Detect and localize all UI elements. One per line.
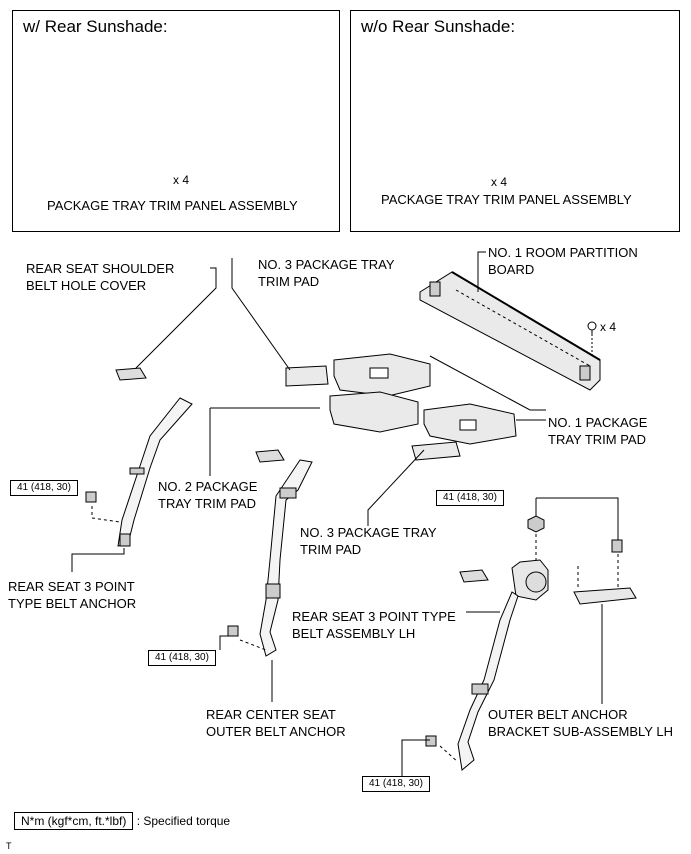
room-partition-board: [419, 271, 601, 391]
panel-title: w/o Rear Sunshade:: [361, 17, 516, 36]
rear-center-seat-belt: [259, 459, 313, 657]
rear-seat-3-point-belt-left: [117, 397, 193, 547]
no1-package-tray-trim-pad-lower: [423, 403, 517, 445]
rear-seat-3-point-belt-lh-assembly: [457, 559, 549, 771]
label-rear-seat-3-point-anchor: REAR SEAT 3 POINT TYPE BELT ANCHOR: [8, 579, 137, 611]
label-clip-qty: x 4: [600, 320, 617, 334]
bolt-icon: [611, 539, 623, 553]
torque-spec-right-bottom: 41 (418, 30): [362, 776, 430, 792]
panel-without-sunshade: w/o Rear Sunshade: x 4 PACKAGE TRAY TRIM…: [350, 10, 680, 232]
label-rear-center-seat-outer-anchor: REAR CENTER SEAT OUTER BELT ANCHOR: [206, 707, 346, 739]
shoulder-belt-hole-cover-icon: [459, 569, 489, 583]
label-shoulder-belt-hole-cover: REAR SEAT SHOULDER BELT HOLE COVER: [26, 261, 175, 293]
nut-icon: [527, 515, 545, 533]
quantity-label: x 4: [491, 175, 508, 189]
label-rear-seat-3-point-belt-lh: REAR SEAT 3 POINT TYPE BELT ASSEMBLY LH: [292, 609, 456, 641]
bolt-icon: [425, 735, 437, 747]
legend-unit-box: N*m (kgf*cm, ft.*lbf): [14, 812, 134, 830]
label-no1-room-partition-board: NO. 1 ROOM PARTITION BOARD: [488, 245, 638, 277]
torque-legend: N*m (kgf*cm, ft.*lbf) : Specified torque: [14, 812, 231, 830]
quantity-label: x 4: [173, 173, 190, 187]
part-label: PACKAGE TRAY TRIM PANEL ASSEMBLY: [47, 198, 298, 213]
shoulder-belt-hole-cover-icon: [115, 367, 147, 381]
bolt-icon: [85, 491, 97, 503]
label-no2-package-tray-pad: NO. 2 PACKAGE TRAY TRIM PAD: [158, 479, 258, 511]
no3-package-tray-trim-pad-top: [285, 365, 329, 387]
outer-belt-anchor-bracket: [573, 587, 637, 605]
clip-icon: [587, 321, 597, 356]
shoulder-belt-hole-cover-icon: [255, 449, 285, 463]
torque-spec-center: 41 (418, 30): [148, 650, 216, 666]
label-no1-package-tray-pad: NO. 1 PACKAGE TRAY TRIM PAD: [548, 415, 648, 447]
torque-spec-left: 41 (418, 30): [10, 480, 78, 496]
panel-with-sunshade: w/ Rear Sunshade: x 4 PACKAGE TRAY TRIM …: [12, 10, 340, 232]
no2-package-tray-trim-pad: [329, 391, 419, 433]
bolt-icon: [227, 625, 239, 637]
torque-spec-right-top: 41 (418, 30): [436, 490, 504, 506]
no3-package-tray-trim-pad-bottom: [411, 441, 461, 461]
legend-text: : Specified torque: [136, 814, 231, 828]
part-label: PACKAGE TRAY TRIM PANEL ASSEMBLY: [381, 192, 632, 207]
label-no3-pad-top: NO. 3 PACKAGE TRAY TRIM PAD: [258, 257, 395, 289]
no1-package-tray-trim-pad-upper: [333, 353, 431, 397]
footer-mark: T: [6, 841, 12, 851]
label-no3-pad-bottom: NO. 3 PACKAGE TRAY TRIM PAD: [300, 525, 437, 557]
panel-title: w/ Rear Sunshade:: [23, 17, 168, 36]
label-outer-belt-anchor-bracket: OUTER BELT ANCHOR BRACKET SUB-ASSEMBLY L…: [488, 707, 673, 739]
